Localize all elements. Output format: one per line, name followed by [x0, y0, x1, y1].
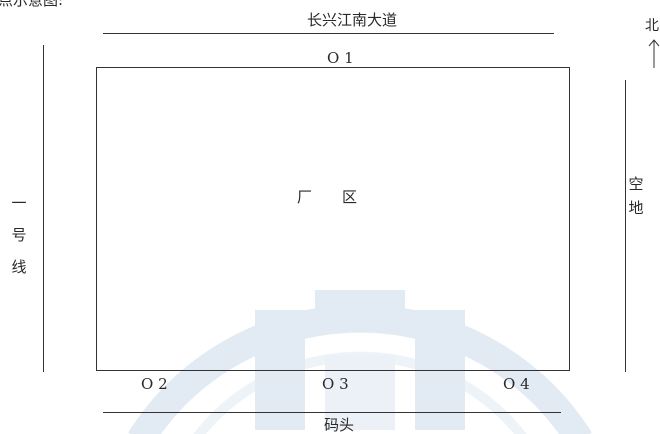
south-dock-line: [103, 412, 561, 413]
point-o4: O 4: [503, 375, 530, 393]
header-fragment: 点示意图:: [0, 0, 64, 9]
factory-boundary: [96, 67, 570, 371]
east-boundary-line: [625, 80, 626, 372]
east-land-label: 空 地: [626, 177, 646, 233]
north-road-line: [103, 33, 554, 34]
west-road-label: 一 号 线: [9, 196, 29, 292]
west-road-char: 一: [11, 194, 27, 212]
east-land-char: 空: [628, 175, 644, 193]
watermark-seal: [128, 290, 592, 434]
point-o2: O 2: [141, 375, 168, 393]
west-road-char: 号: [11, 226, 27, 244]
south-dock-label: 码头: [324, 416, 355, 434]
west-road-line: [43, 45, 44, 372]
north-marker-label: 北: [645, 18, 659, 34]
point-o3: O 3: [322, 375, 349, 393]
north-arrow-icon: [648, 39, 660, 68]
east-land-char: 地: [628, 199, 644, 217]
north-road-label: 长兴江南大道: [307, 11, 398, 29]
factory-label: 厂 区: [297, 188, 358, 206]
west-road-char: 线: [11, 258, 27, 276]
point-o1: O 1: [327, 49, 354, 67]
